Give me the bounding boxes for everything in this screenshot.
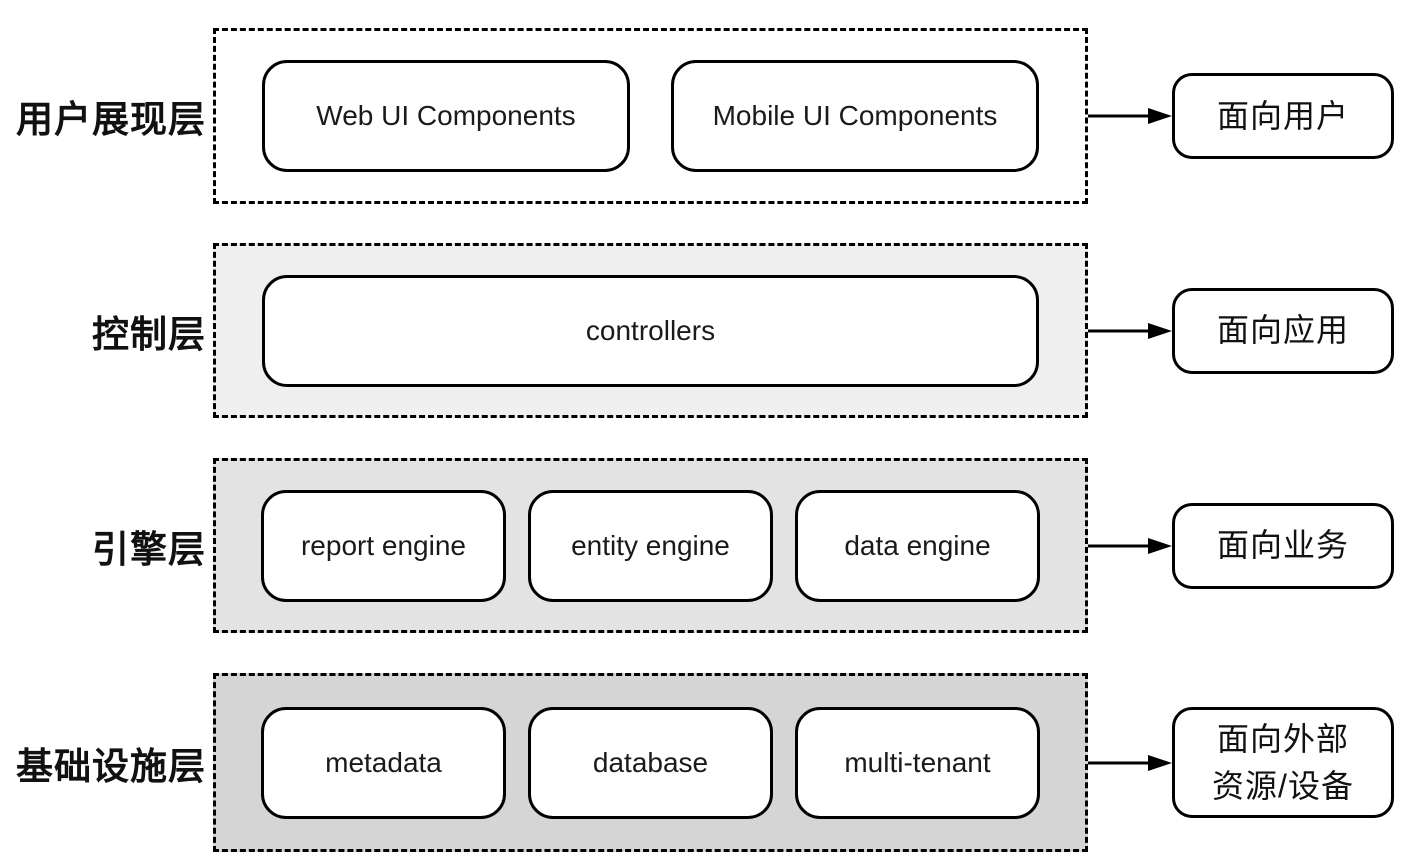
arrow-right-icon [1088,673,1172,852]
layer-row-presentation: 用户展现层 Web UI Components Mobile UI Compon… [6,28,1402,204]
layer-container-control: controllers [213,243,1088,418]
layer-container-infrastructure: metadata database multi-tenant [213,673,1088,852]
layer-label-presentation: 用户展现层 [16,99,206,140]
node-mobile-ui-components: Mobile UI Components [671,60,1039,172]
layer-container-engine: report engine entity engine data engine [213,458,1088,633]
target-box-users: 面向用户 [1172,73,1394,159]
layer-label-infrastructure: 基础设施层 [16,745,206,787]
layer-row-engine: 引擎层 report engine entity engine data eng… [6,458,1402,633]
architecture-diagram: 用户展现层 Web UI Components Mobile UI Compon… [0,28,1406,868]
node-metadata: metadata [261,706,506,819]
layer-row-control: 控制层 controllers 面向应用 [6,243,1402,418]
arrow-right-icon [1088,243,1172,418]
layer-row-infrastructure: 基础设施层 metadata database multi-tenant 面向外… [6,673,1402,852]
node-controllers: controllers [262,274,1039,387]
node-data-engine: data engine [795,489,1040,602]
node-report-engine: report engine [261,489,506,602]
node-entity-engine: entity engine [528,489,773,602]
node-web-ui-components: Web UI Components [262,60,630,172]
target-box-business: 面向业务 [1172,502,1394,589]
layer-label-control: 控制层 [92,313,206,355]
target-box-applications: 面向应用 [1172,287,1394,374]
node-multi-tenant: multi-tenant [795,706,1040,819]
arrow-right-icon [1088,458,1172,633]
arrow-right-icon [1088,28,1172,204]
layer-label-engine: 引擎层 [92,528,206,570]
target-box-external-resources: 面向外部 资源/设备 [1172,707,1394,818]
node-database: database [528,706,773,819]
layer-container-presentation: Web UI Components Mobile UI Components [213,28,1088,204]
